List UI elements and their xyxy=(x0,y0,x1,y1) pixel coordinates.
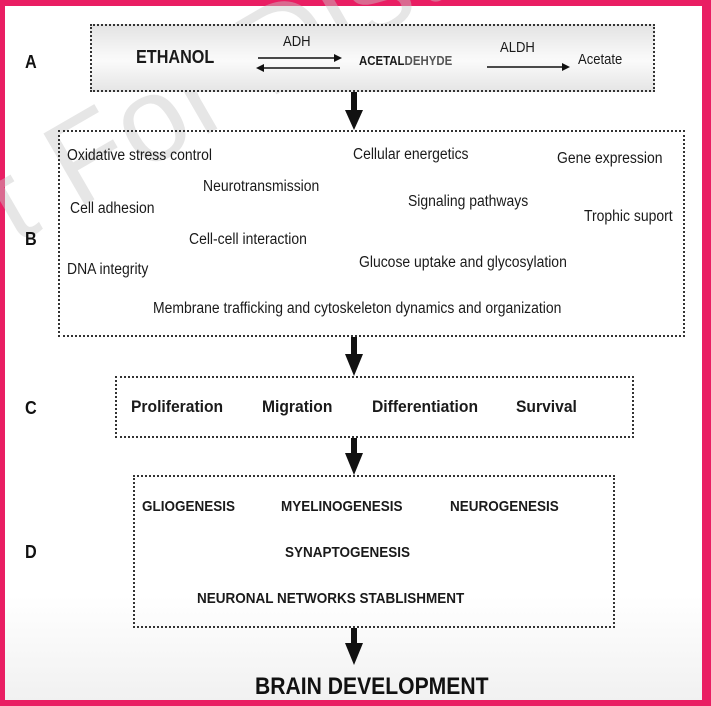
developmental-item: SYNAPTOGENESIS xyxy=(285,544,411,561)
cellular-processes-box xyxy=(58,130,685,337)
process-item: DNA integrity xyxy=(67,261,149,278)
row-label-d: D xyxy=(25,542,37,562)
process-item: Cellular energetics xyxy=(353,146,469,163)
developmental-item: NEURONAL NETWORKS STABLISHMENT xyxy=(197,590,465,607)
cell-fate-item: Survival xyxy=(516,397,577,416)
ethanol-label: ETHANOL xyxy=(136,47,215,67)
brain-development-label: BRAIN DEVELOPMENT xyxy=(255,673,489,700)
adh-enzyme-label: ADH xyxy=(283,34,311,50)
developmental-item: NEUROGENESIS xyxy=(450,498,559,515)
cell-fate-box xyxy=(115,376,634,438)
process-item: Trophic suport xyxy=(584,208,673,225)
cell-fate-item: Proliferation xyxy=(131,397,224,416)
row-label-b: B xyxy=(25,229,37,249)
cell-fate-item: Differentiation xyxy=(372,397,479,416)
acetate-label: Acetate xyxy=(578,52,623,68)
process-item: Glucose uptake and glycosylation xyxy=(359,254,567,271)
developmental-processes-box xyxy=(133,475,615,628)
acetaldehyde-part1: ACETAL xyxy=(359,53,405,68)
metabolism-box xyxy=(90,24,655,92)
process-item: Signaling pathways xyxy=(408,193,529,210)
acetaldehyde-part2: DEHYDE xyxy=(404,53,453,68)
cell-fate-item: Migration xyxy=(262,397,333,416)
process-item: Gene expression xyxy=(557,150,663,167)
row-label-a: A xyxy=(25,52,37,72)
process-item: Cell adhesion xyxy=(70,200,155,217)
process-item: Neurotransmission xyxy=(203,178,320,195)
developmental-item: GLIOGENESIS xyxy=(142,498,236,515)
process-item: Membrane trafficking and cytoskeleton dy… xyxy=(153,300,562,317)
process-item: Cell-cell interaction xyxy=(189,231,307,248)
aldh-enzyme-label: ALDH xyxy=(500,40,535,56)
developmental-item: MYELINOGENESIS xyxy=(281,498,403,515)
row-label-c: C xyxy=(25,398,37,418)
process-item: Oxidative stress control xyxy=(67,147,212,164)
acetaldehyde-label: ACETALDEHYDE xyxy=(359,53,452,68)
